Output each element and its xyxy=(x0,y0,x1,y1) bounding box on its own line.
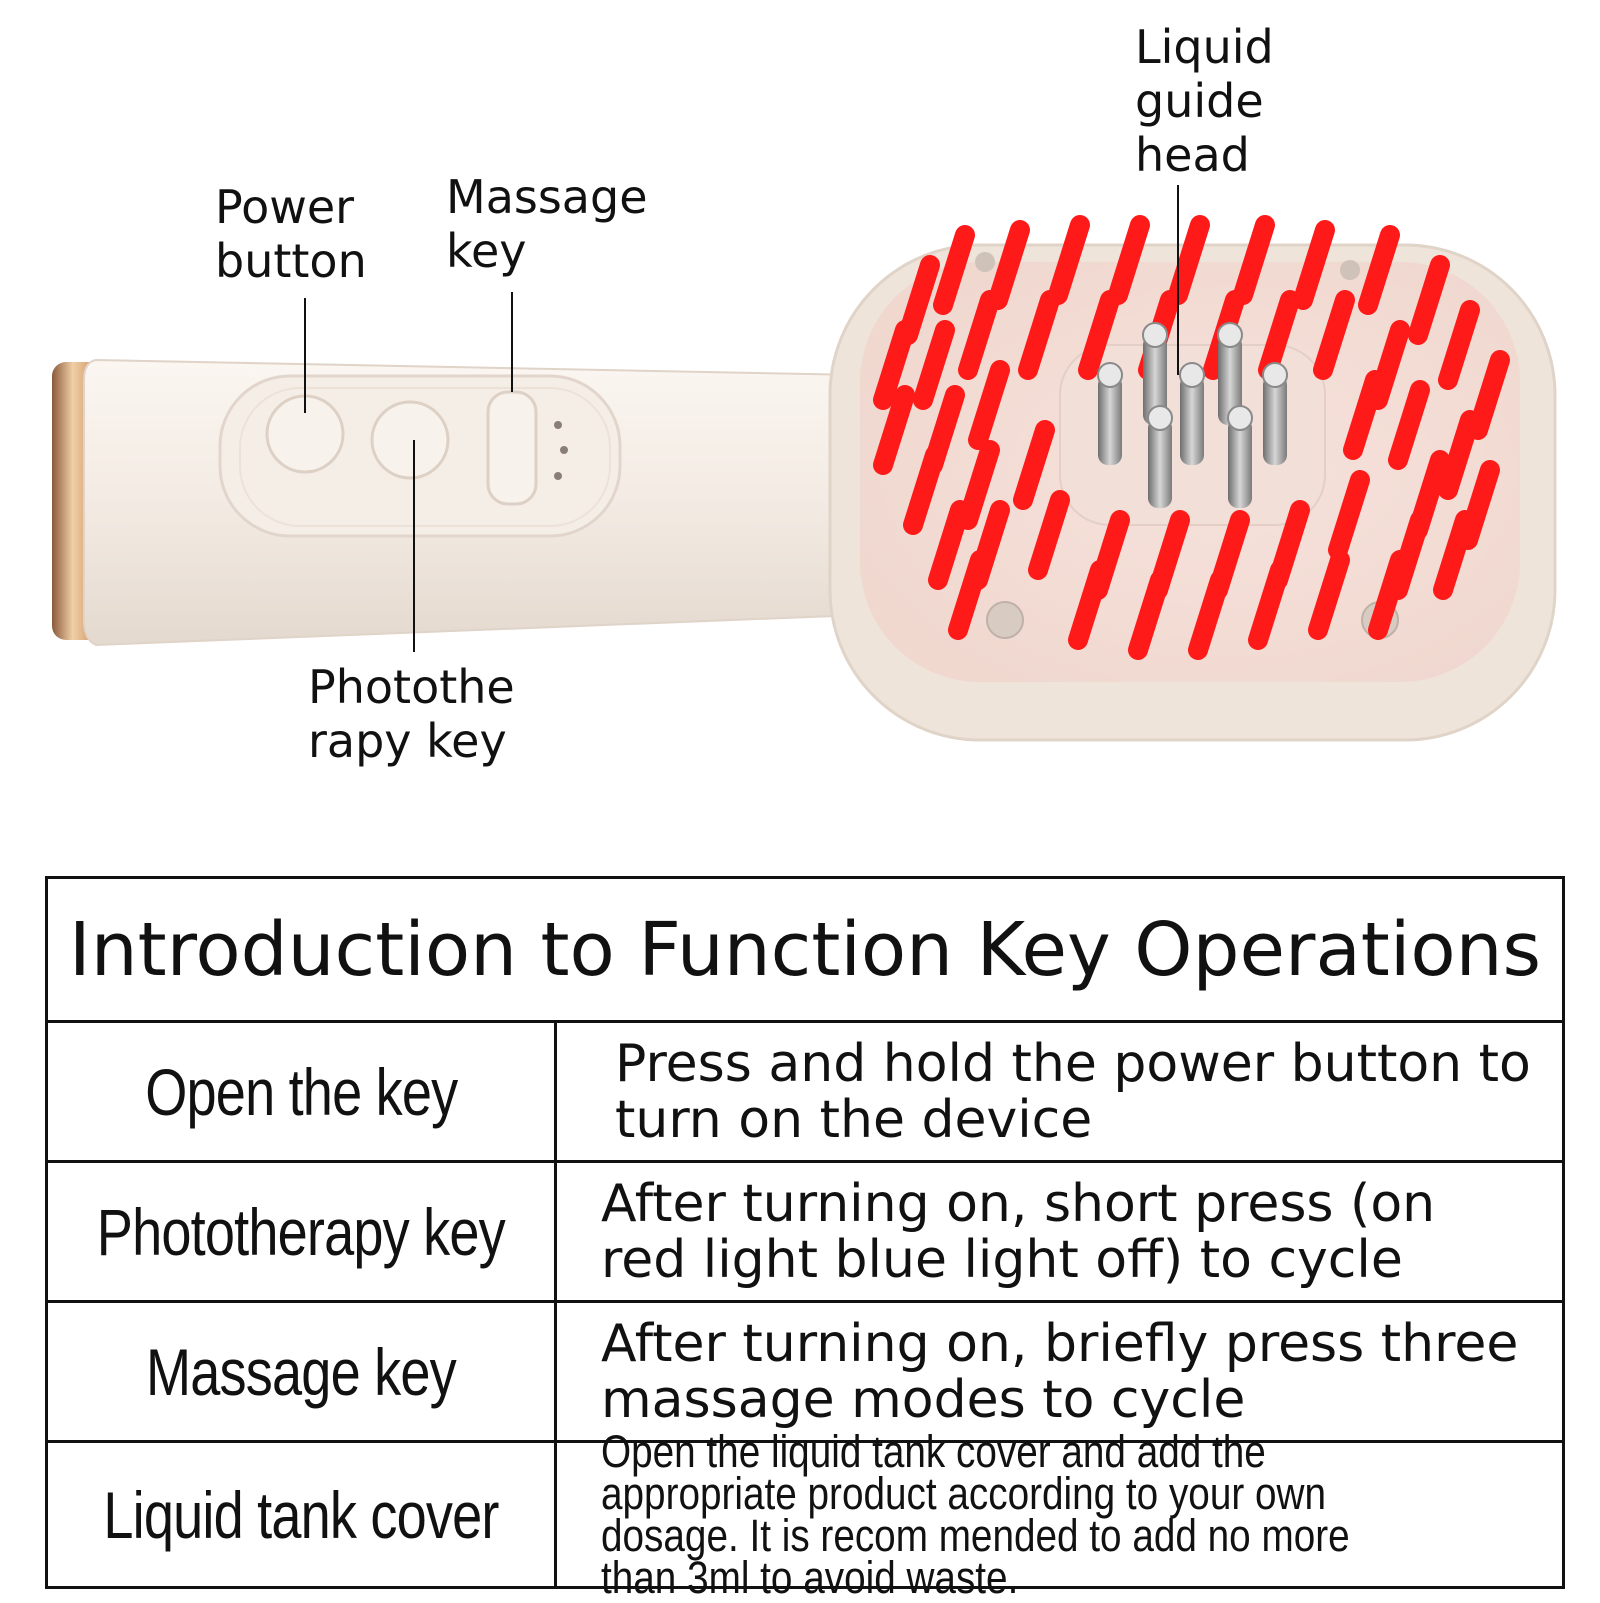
bristle xyxy=(903,445,945,535)
bristle xyxy=(933,225,975,315)
product-illustration xyxy=(52,215,1557,742)
bristle xyxy=(1048,215,1090,305)
scalp-brush-drawing xyxy=(52,215,1557,742)
massage-key-graphic xyxy=(486,390,568,506)
table-row-open-key: Open the key Press and hold the power bu… xyxy=(48,1023,1562,1163)
bristle xyxy=(1248,560,1290,650)
bristle xyxy=(1258,290,1300,380)
red-bristles xyxy=(873,215,1510,660)
bristle xyxy=(968,360,1010,450)
liquid-pin xyxy=(1217,322,1243,425)
table-row-massage-key: Massage key After turning on, briefly pr… xyxy=(48,1303,1562,1443)
callout-power-button: Power button xyxy=(215,180,367,288)
bristle xyxy=(928,500,970,590)
bristle xyxy=(1343,370,1385,460)
table-title: Introduction to Function Key Operations xyxy=(48,879,1562,1023)
bristle xyxy=(1188,570,1230,660)
leader-line-liquid-guide xyxy=(1177,185,1179,375)
callout-massage-key: Massage key xyxy=(446,170,648,278)
bristle xyxy=(958,440,1000,530)
bristle xyxy=(1013,420,1055,510)
bristle xyxy=(1408,255,1450,345)
bristle xyxy=(1108,215,1150,305)
leader-line-massage xyxy=(511,292,513,392)
liquid-pin xyxy=(1142,322,1168,425)
bristle xyxy=(1068,560,1110,650)
bristle xyxy=(873,320,915,410)
liquid-pin xyxy=(1262,362,1288,465)
row-key-label: Phototherapy key xyxy=(48,1163,557,1300)
callout-liquid-guide-head: Liquid guide head xyxy=(1135,20,1274,182)
bristle xyxy=(1233,215,1275,305)
row-key-label: Liquid tank cover xyxy=(48,1443,557,1586)
bristle xyxy=(988,220,1030,310)
bristle xyxy=(1438,300,1480,390)
bristle xyxy=(1358,225,1400,315)
callout-phototherapy-key: Photothe rapy key xyxy=(308,660,515,768)
bristle xyxy=(1028,490,1070,580)
bristle xyxy=(1078,290,1120,380)
liquid-guide-pins xyxy=(1097,322,1288,508)
brush-handle xyxy=(83,358,861,647)
bristle xyxy=(1313,290,1355,380)
bristle xyxy=(958,290,1000,380)
function-key-table: Introduction to Function Key Operations … xyxy=(45,876,1565,1603)
bristle xyxy=(948,550,990,640)
liquid-pin xyxy=(1147,405,1173,508)
bristle xyxy=(1388,380,1430,470)
table-row-liquid-tank-cover: Liquid tank cover Open the liquid tank c… xyxy=(48,1425,1562,1603)
bristle xyxy=(1308,550,1350,640)
liquid-pin xyxy=(1097,362,1123,465)
leader-line-power xyxy=(304,298,306,413)
row-description: After turning on, briefly press three ma… xyxy=(601,1313,1519,1430)
bristle xyxy=(1468,350,1510,440)
liquid-pin xyxy=(1227,405,1253,508)
row-description: Open the liquid tank cover and add the a… xyxy=(601,1425,1350,1603)
bristle xyxy=(1433,510,1475,600)
row-key-label: Massage key xyxy=(48,1303,557,1440)
phototherapy-button-graphic xyxy=(370,400,450,480)
row-description: Press and hold the power button to turn … xyxy=(615,1033,1531,1150)
bristle xyxy=(1328,470,1370,560)
leader-line-phototherapy xyxy=(413,440,415,652)
bristle xyxy=(1293,220,1335,310)
bristle xyxy=(1368,550,1410,640)
row-key-label: Open the key xyxy=(48,1023,557,1160)
bristle xyxy=(1128,570,1170,660)
bristle xyxy=(913,320,955,410)
liquid-pin xyxy=(1179,362,1205,465)
bristle xyxy=(873,385,915,475)
row-description: After turning on, short press (on red li… xyxy=(601,1173,1436,1290)
bristle xyxy=(1438,410,1480,500)
bristle xyxy=(1018,290,1060,380)
table-row-phototherapy-key: Phototherapy key After turning on, short… xyxy=(48,1163,1562,1303)
bristle xyxy=(1168,215,1210,305)
